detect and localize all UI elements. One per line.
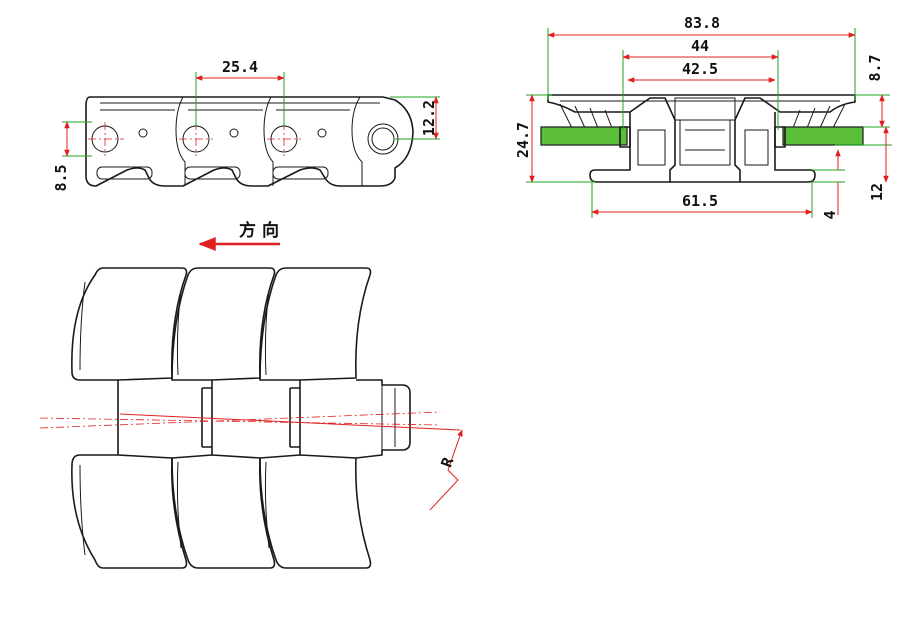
radius-leader bbox=[429, 429, 463, 511]
chain-link bbox=[171, 267, 276, 381]
side-view-outline bbox=[85, 96, 414, 187]
link-tongue bbox=[355, 379, 411, 459]
friction-insert-right bbox=[782, 126, 864, 146]
side-view: 25.4 12.2 8.5 bbox=[52, 58, 440, 192]
chain-link bbox=[71, 267, 188, 381]
dim-total-height: 24.7 bbox=[514, 122, 532, 158]
dim-width-42-5: 42.5 bbox=[682, 60, 718, 78]
dim-width-44: 44 bbox=[691, 37, 709, 55]
dim-base-height: 12 bbox=[868, 183, 886, 201]
dim-foot-height: 4 bbox=[821, 210, 839, 219]
cross-section-view: 83.8 44 42.5 8.7 24.7 61.5 4 12 bbox=[514, 14, 892, 220]
chain-link bbox=[259, 267, 372, 381]
top-view: 方向 R bbox=[39, 220, 463, 569]
dim-pin-offset: 8.5 bbox=[52, 164, 70, 191]
direction-label: 方向 bbox=[239, 220, 285, 241]
dim-pitch: 25.4 bbox=[222, 58, 258, 76]
dim-height: 12.2 bbox=[420, 100, 438, 136]
dim-top-thickness: 8.7 bbox=[866, 54, 884, 81]
dim-overall-width: 83.8 bbox=[684, 14, 720, 32]
radius-label: R bbox=[437, 454, 457, 470]
friction-insert-left bbox=[540, 126, 628, 146]
dim-base-width: 61.5 bbox=[682, 192, 718, 210]
